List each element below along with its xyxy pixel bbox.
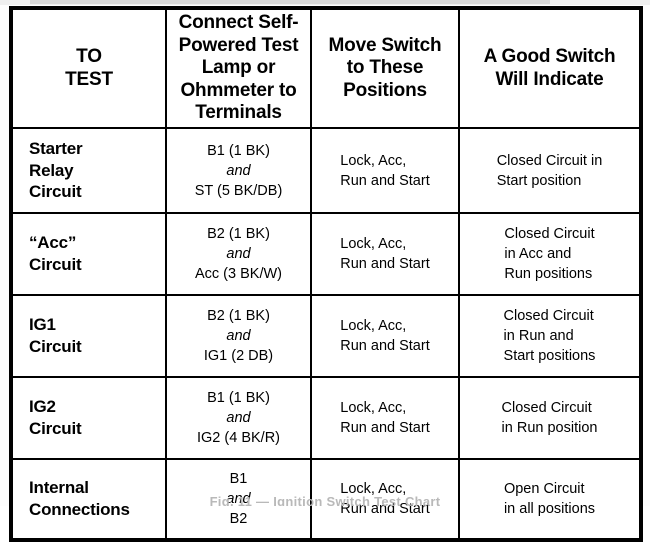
terminal-second: ST (5 BK/DB) [194,182,283,199]
position-line: Run and Start [340,256,430,272]
position-line: Run and Start [340,338,430,354]
test-name-line: IG1 [29,315,56,335]
terminal-conjunction: and [226,410,251,426]
header-cell-to-test: TO TEST [11,8,167,129]
header-cell-good-switch-indicates: A Good Switch Will Indicate [459,8,641,129]
position-line: Run and Start [340,172,430,189]
terminal-first: B2 (1 BK) [207,226,270,242]
indication-line: Closed Circuit [504,226,595,242]
cell-indication: Closed Circuit in Acc and Run positions [459,213,641,296]
terminal-conjunction: and [226,162,251,179]
terminal-first: B2 (1 BK) [207,308,270,324]
cell-switch-positions: Lock, Acc, Run and Start [311,213,460,296]
table-row: IG1 Circuit B2 (1 BK) and IG1 (2 DB) Loc… [11,295,641,378]
scan-edge-smudge [30,0,550,4]
cell-terminals: B2 (1 BK) and Acc (3 BK/W) [166,213,312,296]
indication-line: in Run position [501,420,598,436]
cell-test-name: Starter Relay Circuit [11,128,167,214]
header-line: Powered Test [178,34,299,56]
cell-indication: Closed Circuit in Run and Start position… [459,295,641,378]
figure-caption: Fig. 11 — Ignition Switch Test Chart [209,494,441,506]
cell-switch-positions: Lock, Acc, Run and Start [311,128,460,214]
indication-line: in Run and [503,328,574,344]
header-line: to These [346,57,424,79]
indication-line: Start position [496,172,582,189]
cell-switch-positions: Lock, Acc, Run and Start [311,377,460,460]
indication-line: Closed Circuit [503,308,594,324]
terminal-second: IG1 (2 DB) [203,348,274,364]
header-line: Ohmmeter to [180,79,297,101]
test-name-line: Circuit [29,255,82,274]
terminal-conjunction: and [226,491,251,507]
table-row: “Acc” Circuit B2 (1 BK) and Acc (3 BK/W)… [11,213,641,296]
header-line: TO [76,46,102,68]
test-name-line: Internal [29,478,89,498]
header-line: Move Switch [328,34,442,56]
indication-line: Open Circuit [503,481,585,497]
cell-terminals: B2 (1 BK) and IG1 (2 DB) [166,295,312,378]
header-line: TEST [65,68,113,90]
test-name-line: Circuit [29,182,82,202]
indication-line: in Acc and [504,246,572,262]
position-line: Lock, Acc, [340,236,407,252]
cell-switch-positions: Lock, Acc, Run and Start [311,295,460,378]
terminal-second: IG2 (4 BK/R) [197,430,280,446]
test-name-line: Relay [29,160,74,180]
cell-test-name: IG1 Circuit [11,295,167,378]
indication-line: Run positions [504,266,593,282]
header-cell-connect-terminals: Connect Self- Powered Test Lamp or Ohmme… [166,8,312,129]
cell-indication: Closed Circuit in Start position [459,128,641,214]
header-line: Positions [343,79,427,101]
terminal-second: Acc (3 BK/W) [194,266,282,282]
test-name-line: Circuit [29,419,82,438]
terminal-first: B1 [229,471,248,487]
position-line: Run and Start [340,420,430,436]
test-name-line: “Acc” [29,233,77,253]
header-line: Lamp or [201,57,276,79]
indication-line: Closed Circuit in [496,152,603,169]
header-line: Terminals [195,102,282,124]
test-name-line: Circuit [29,337,82,356]
cell-test-name: IG2 Circuit [11,377,167,460]
header-line: A Good Switch [483,46,616,68]
cell-indication: Closed Circuit in Run position [459,377,641,460]
header-cell-switch-positions: Move Switch to These Positions [311,8,460,129]
switch-test-table: TO TEST Connect Self- Powered Test Lamp … [9,6,643,542]
test-name-line: Starter [29,138,83,158]
indication-line: Start positions [503,348,596,364]
cell-terminals: B1 (1 BK) and IG2 (4 BK/R) [166,377,312,460]
position-line: Lock, Acc, [340,481,407,497]
position-line: Lock, Acc, [340,400,407,416]
terminal-conjunction: and [226,328,251,344]
cell-test-name: “Acc” Circuit [11,213,167,296]
cell-terminals: B1 (1 BK) and ST (5 BK/DB) [166,128,312,214]
table-header-row: TO TEST Connect Self- Powered Test Lamp … [11,8,641,129]
position-line: Lock, Acc, [340,318,407,334]
terminal-first: B1 (1 BK) [207,142,270,159]
terminal-conjunction: and [226,246,251,262]
test-name-line: IG2 [29,397,56,417]
indication-line: Closed Circuit [501,400,592,416]
table-row: IG2 Circuit B1 (1 BK) and IG2 (4 BK/R) L… [11,377,641,460]
terminal-second: B2 [229,511,248,527]
position-line: Lock, Acc, [340,152,407,169]
header-line: Connect Self- [178,12,299,34]
table-row: Starter Relay Circuit B1 (1 BK) and ST (… [11,128,641,214]
terminal-first: B1 (1 BK) [207,390,270,406]
header-line: Will Indicate [495,68,604,90]
